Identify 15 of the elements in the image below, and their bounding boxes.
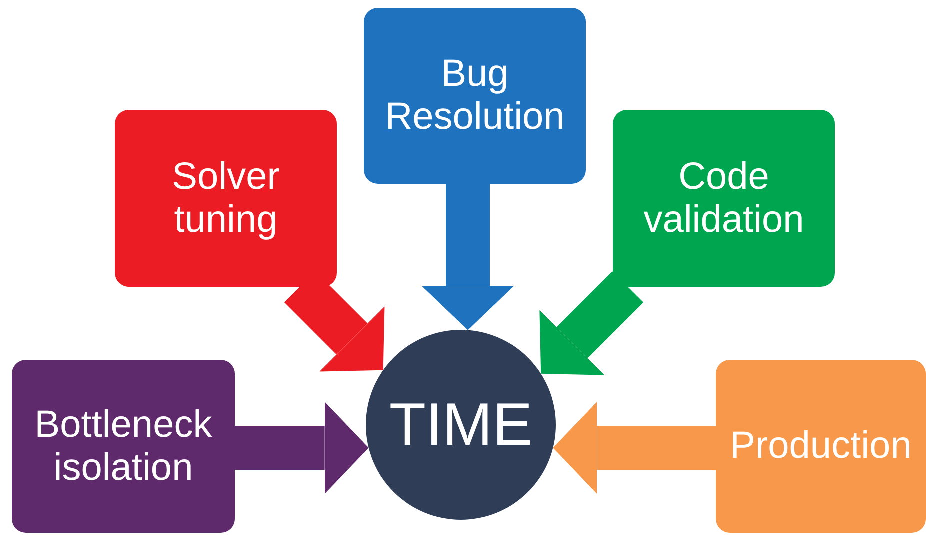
node-label: TIME <box>388 391 534 459</box>
process-box <box>716 360 926 533</box>
node-label: Bug Resolution <box>384 53 566 139</box>
process-box <box>613 110 835 287</box>
node-label: Solver tuning <box>171 156 281 242</box>
block-arrow <box>422 184 514 330</box>
node-label: Production <box>729 425 913 468</box>
block-arrow <box>540 271 644 376</box>
process-box <box>12 360 235 533</box>
node-label: Bottleneck isolation <box>34 404 214 490</box>
node-label: Code validation <box>642 156 806 242</box>
block-arrow <box>235 402 369 494</box>
process-box <box>115 110 337 287</box>
block-arrow <box>553 402 716 494</box>
process-box <box>364 8 586 184</box>
